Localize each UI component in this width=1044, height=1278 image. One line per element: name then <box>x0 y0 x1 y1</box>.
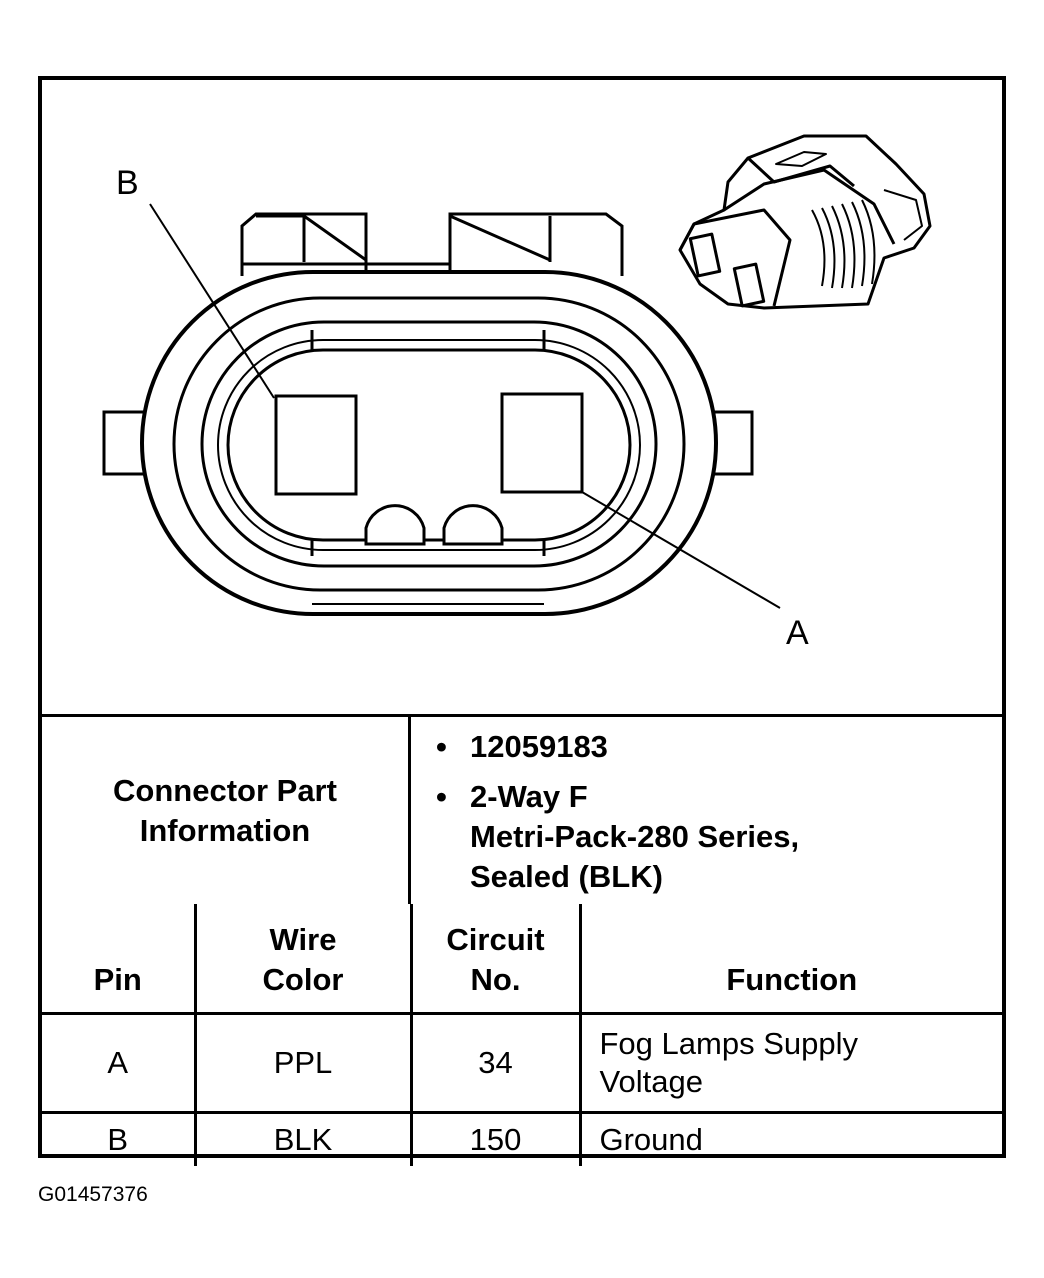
bullet-icon: • <box>436 729 447 764</box>
cell-circuit-no: 34 <box>409 1012 582 1114</box>
cell-pin: A <box>42 1012 197 1114</box>
header-pin: Pin <box>42 904 197 1015</box>
part-number-text: 12059183 <box>470 729 608 764</box>
connector-description: • 2-Way F Metri-Pack-280 Series, Sealed … <box>436 777 800 897</box>
cavity-b <box>274 394 358 496</box>
cavity-a <box>500 392 584 494</box>
leader-line-a <box>581 491 781 609</box>
bullet-icon: • <box>436 779 447 814</box>
table-header-row: Pin Wire Color Circuit No. Function <box>42 904 1002 1015</box>
connector-part-number: • 12059183 <box>436 727 608 767</box>
cell-function: Ground <box>578 1111 1002 1166</box>
table-row: A PPL 34 Fog Lamps Supply Voltage <box>42 1012 1002 1114</box>
connector-info-row: Connector Part Information • 12059183 • … <box>42 714 1002 904</box>
cell-wire-color: BLK <box>193 1111 413 1166</box>
connector-description-text: 2-Way F Metri-Pack-280 Series, Sealed (B… <box>470 779 800 894</box>
figure-id: G01457376 <box>38 1183 148 1206</box>
cell-circuit-no: 150 <box>409 1111 582 1166</box>
connector-info-list: • 12059183 • 2-Way F Metri-Pack-280 Seri… <box>414 717 1002 904</box>
pin-label-a: A <box>786 614 809 652</box>
pin-table: Pin Wire Color Circuit No. Function A PP… <box>42 904 1002 1166</box>
connector-info-label: Connector Part Information <box>42 717 411 904</box>
header-wire-color: Wire Color <box>193 904 413 1015</box>
connector-diagram: B A <box>102 134 932 652</box>
connector-face-icon <box>102 203 781 616</box>
table-row: B BLK 150 Ground <box>42 1111 1002 1166</box>
header-function: Function <box>578 904 1002 1015</box>
cell-wire-color: PPL <box>193 1012 413 1114</box>
header-circuit-no: Circuit No. <box>409 904 582 1015</box>
cell-pin: B <box>42 1111 197 1166</box>
connector-figure-frame: B A Connector Part Information <box>38 76 1006 1166</box>
cell-function: Fog Lamps Supply Voltage <box>578 1012 1002 1114</box>
leader-line-b <box>149 203 275 399</box>
connector-3d-icon <box>678 134 932 310</box>
pin-label-b: B <box>116 164 139 202</box>
